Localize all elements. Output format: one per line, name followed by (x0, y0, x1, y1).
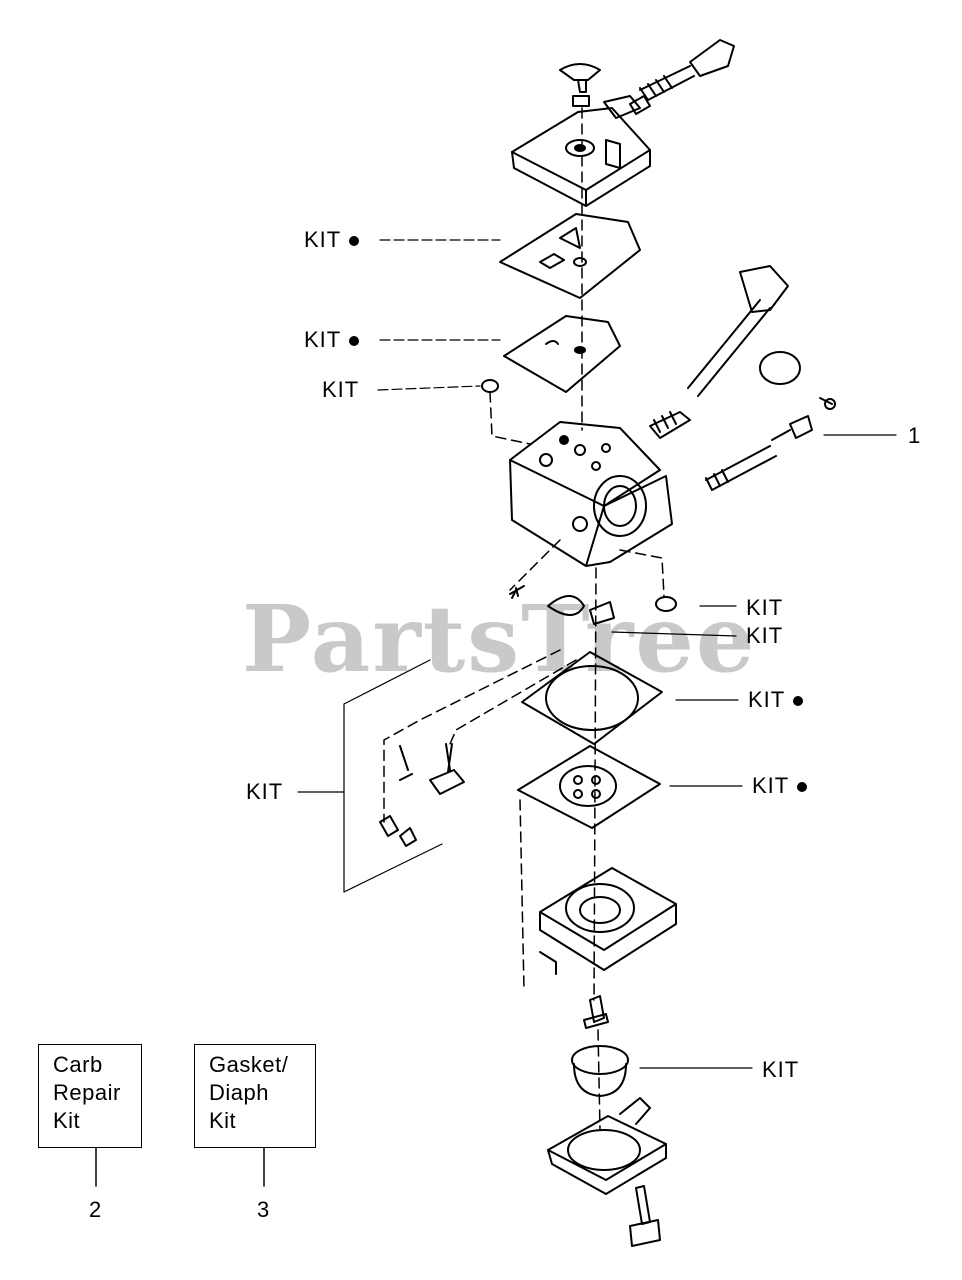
primer-base-part (547, 1097, 667, 1195)
low-speed-needle-part (649, 411, 813, 491)
pump-gasket-part (521, 651, 663, 745)
adjust-needle-part (629, 39, 735, 115)
callout-kit-7: KIT (246, 779, 284, 804)
callout-kit-5: KIT (746, 623, 784, 648)
cover-plate-part (511, 95, 651, 207)
inlet-needle-part (481, 379, 499, 393)
alignment-lines (383, 107, 665, 1131)
carburetor-body-part (509, 421, 673, 567)
metering-gasket-part (499, 213, 641, 299)
fuel-inlet-part (547, 595, 615, 625)
callout-kit-6: KIT (748, 688, 804, 712)
legend-text: Repair (53, 1080, 121, 1105)
callout-kit-1: KIT (304, 228, 360, 252)
callout-kit-2: KIT (304, 328, 360, 352)
pump-diaphragm-part (517, 745, 661, 829)
legend-text: Kit (209, 1108, 237, 1133)
metering-diaphragm-part (503, 315, 621, 393)
callout-kit-4: KIT (746, 595, 784, 620)
leader-lines (297, 239, 897, 1069)
legend-text: Gasket/ (209, 1052, 289, 1077)
bullet-icon (797, 782, 808, 793)
callout-kit-9: KIT (762, 1057, 800, 1082)
top-screw-part (559, 63, 601, 107)
watermark: PartsTree (242, 585, 757, 693)
throttle-shaft-part (687, 265, 836, 410)
bullet-icon (793, 696, 804, 707)
callout-ref-2: 2 (89, 1197, 103, 1222)
primer-bulb-part (571, 1045, 629, 1097)
check-valve-part (655, 596, 677, 612)
bottom-screw-part (583, 995, 609, 1029)
callout-ref-1: 1 (908, 423, 922, 448)
legend-box-carb-repair-kit: Carb Repair Kit (38, 1044, 142, 1148)
bottom-long-screw-part (629, 1185, 661, 1247)
small-parts-group (379, 743, 465, 847)
idle-screw-part (509, 585, 525, 599)
pump-cover-part (539, 867, 677, 975)
legend-box-gasket-diaph-kit: Gasket/ Diaph Kit (194, 1044, 316, 1148)
legend-text: Carb (53, 1052, 103, 1077)
legend-text: Diaph (209, 1080, 269, 1105)
legend-text: Kit (53, 1108, 81, 1133)
callout-kit-8: KIT (752, 774, 808, 798)
callout-kit-3: KIT (322, 377, 360, 402)
bullet-icon (349, 236, 360, 247)
bullet-icon (349, 336, 360, 347)
callout-ref-3: 3 (257, 1197, 271, 1222)
